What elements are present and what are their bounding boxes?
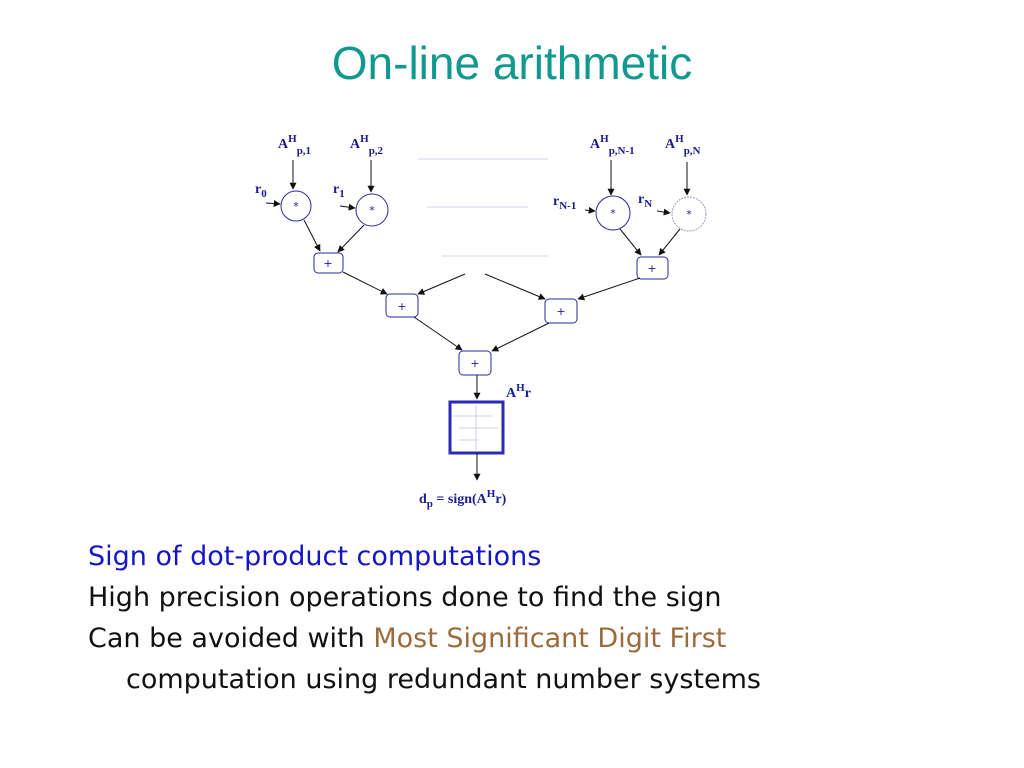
arrow-mid-add3 [417,273,466,295]
svg-text:*: * [686,208,692,221]
adder-node-root: + [458,350,492,376]
adder-node-1: + [313,252,344,274]
arrow-add2-add4 [577,277,641,301]
adder-node-2: + [636,256,669,280]
arrow-mult1-add1 [303,219,321,252]
arrow-mult3-add2 [619,228,642,256]
multiplier-node-2: * [355,193,389,227]
bullet-1: Sign of dot-product computations [88,541,542,572]
svg-text:+: + [470,357,479,370]
bullet-list: Sign of dot-product computations High pr… [88,536,988,700]
r-label-n: rN [638,192,652,210]
output-label: dp = sign(AHr) [419,488,507,510]
adder-node-3: + [385,293,419,318]
r-label-0: r0 [255,182,267,200]
arrow-mult2-add1 [337,224,365,253]
r-label-n-minus-1: rN-1 [553,194,576,212]
arrow-r1-mult2 [339,203,356,211]
arrow-r0-mult1 [265,200,281,208]
svg-text:+: + [323,257,332,270]
svg-text:*: * [293,200,299,213]
slide-title: On-line arithmetic [331,37,693,89]
arrow-rn-mult4 [656,208,671,216]
result-label: AHr [506,382,531,401]
adder-node-4: + [544,298,578,324]
svg-text:+: + [647,262,656,275]
r-label-1: r1 [333,182,345,200]
arrow-mid-add4 [484,273,546,300]
svg-text:*: * [610,207,616,220]
multiplier-node-3: * [595,195,631,231]
svg-text:*: * [369,204,375,217]
sign-detector-box [448,400,505,455]
multiplier-node-4: * [671,196,707,232]
svg-text:+: + [397,300,406,313]
input-label-n-minus-1: AHp,N-1 [590,133,635,157]
input-label-2: AHp,2 [350,133,384,157]
bullet-3-highlight: Most Significant Digit First [373,623,727,654]
arrow-mult4-add2 [658,228,681,256]
bullet-2: High precision operations done to find t… [88,582,722,613]
arrow-add3-root [413,316,463,351]
arrow-add1-add3 [342,271,388,295]
svg-text:+: + [556,305,565,318]
bullet-3-continuation: computation using redundant number syste… [126,664,761,695]
arrow-add4-root [491,322,550,352]
arrow-rn1-mult3 [584,206,596,214]
input-label-1: AHp,1 [278,133,311,157]
bullet-3: Can be avoided with Most Significant Dig… [88,618,988,700]
multiplier-node-1: * [280,190,312,222]
bullet-3-prefix: Can be avoided with [88,623,374,654]
input-label-n: AHp,N [665,133,701,157]
